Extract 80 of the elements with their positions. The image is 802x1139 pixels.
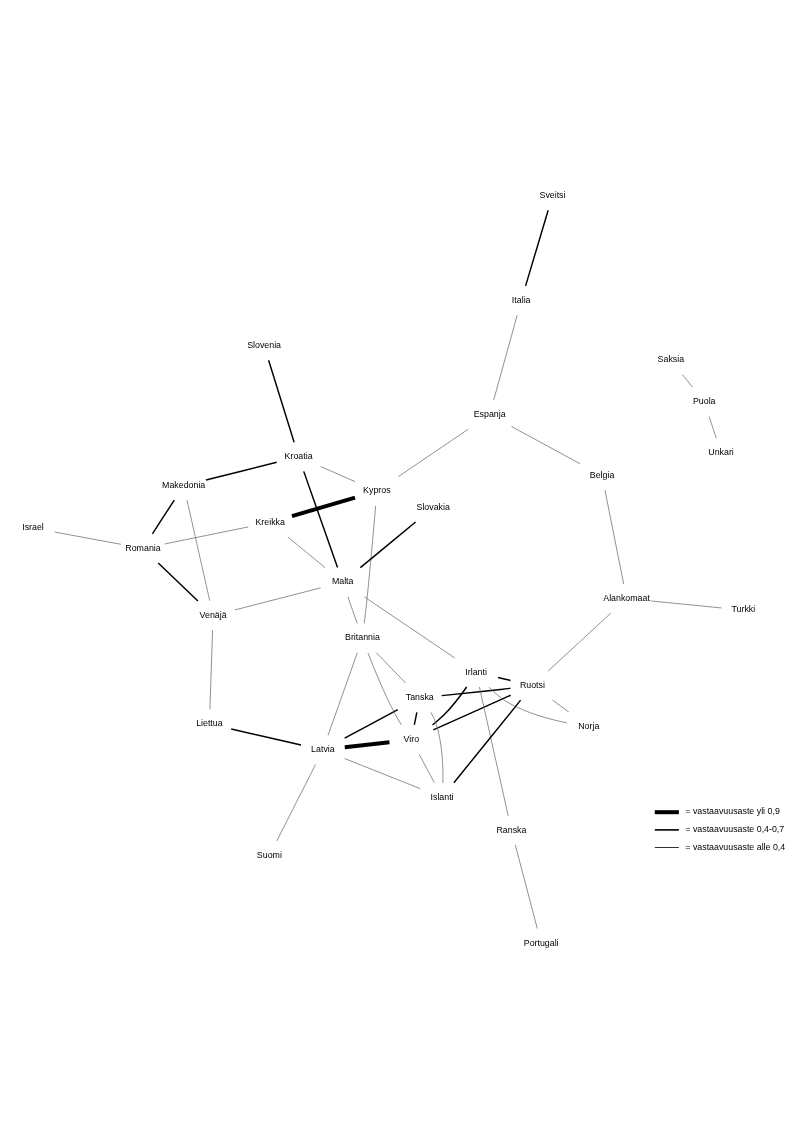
connector	[432, 694, 512, 731]
node-text: Espanja	[473, 408, 506, 419]
legend-label: = vastaavuusaste yli 0,9	[685, 806, 780, 817]
node-text: Ruotsi	[519, 679, 545, 690]
connector	[453, 699, 522, 784]
connector	[376, 652, 406, 684]
connector	[514, 844, 538, 929]
connector	[552, 699, 570, 713]
connector	[344, 740, 390, 750]
node-text: Liettua	[196, 718, 223, 729]
connector	[511, 426, 581, 465]
connector	[186, 499, 211, 602]
node-text: Latvia	[311, 744, 335, 755]
node-text: Israel	[22, 522, 44, 533]
connector	[209, 629, 213, 710]
node-text: Romania	[125, 542, 161, 553]
node-text: Slovakia	[416, 501, 450, 512]
connector	[151, 499, 176, 535]
node-text: Makedonia	[162, 479, 206, 490]
connector	[418, 754, 435, 784]
connector	[493, 314, 518, 401]
connector	[359, 521, 417, 569]
connector	[363, 596, 456, 659]
connector	[497, 676, 512, 682]
node-text: Belgia	[589, 469, 615, 480]
connector	[413, 711, 418, 726]
connector	[320, 466, 356, 482]
node-text: Kypros	[363, 485, 391, 496]
node-text: Portugali	[523, 937, 559, 948]
node-text: Saksia	[657, 354, 685, 365]
node-text: Venäjä	[199, 609, 227, 620]
connector	[488, 686, 568, 724]
connector	[230, 728, 302, 746]
node-text: Islanti	[430, 791, 454, 802]
connector	[682, 374, 693, 388]
connector	[547, 612, 612, 672]
node-text: Tanska	[405, 692, 434, 703]
node-text: Kreikka	[255, 516, 285, 527]
connector	[363, 505, 376, 624]
connector	[267, 359, 295, 444]
connector	[650, 600, 722, 609]
connector	[157, 562, 199, 602]
connector	[367, 652, 402, 726]
connector	[54, 531, 122, 545]
connector	[234, 587, 322, 611]
connector	[287, 536, 326, 568]
node-text: Norja	[578, 720, 600, 731]
node-text: Sveitsi	[539, 189, 566, 200]
connector	[347, 596, 358, 624]
connector	[205, 461, 278, 481]
connector	[327, 652, 358, 736]
connector	[303, 470, 339, 569]
node-text: Kroatia	[284, 451, 313, 462]
legend-label: = vastaavuusaste 0,4-0,7	[685, 824, 785, 835]
connector	[397, 428, 469, 478]
node-text: Unkari	[708, 446, 734, 457]
node-text: Viro	[403, 733, 420, 744]
connector	[344, 758, 421, 789]
node-text: Italia	[511, 294, 531, 305]
connector	[276, 764, 316, 842]
connector	[479, 686, 509, 817]
legend-label: = vastaavuusaste alle 0,4	[685, 841, 786, 852]
node-text: Irlanti	[465, 666, 487, 677]
node-text: Malta	[331, 576, 354, 587]
node-text: Turkki	[731, 604, 756, 615]
connector	[343, 708, 399, 739]
node-text: Puola	[692, 396, 716, 407]
node-text: Ranska	[496, 824, 527, 835]
connector	[430, 712, 444, 784]
connector	[431, 686, 468, 726]
connector	[440, 687, 512, 697]
connector	[604, 489, 624, 585]
node-text: Alankomaat	[603, 592, 650, 603]
node-text: Slovenia	[247, 339, 282, 350]
connector	[708, 416, 717, 439]
connector	[164, 526, 249, 545]
connector	[524, 209, 549, 287]
node-text: Suomi	[256, 849, 282, 860]
node-text: Britannia	[345, 632, 380, 643]
connector	[291, 495, 356, 518]
